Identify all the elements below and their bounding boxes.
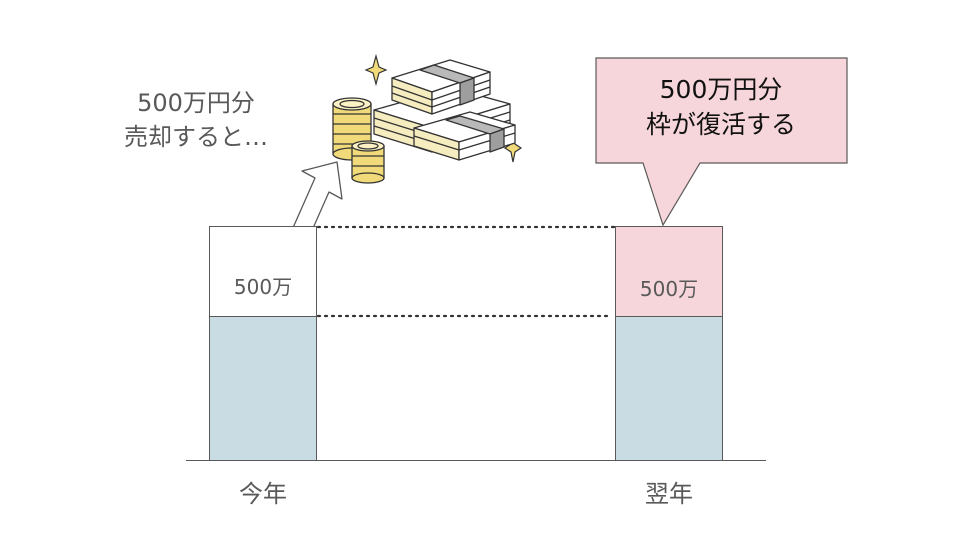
callout-text: 500万円分 枠が復活する: [596, 72, 846, 142]
sell-caption: 500万円分 売却すると…: [96, 86, 296, 154]
column-this-year-segment-label: 500万: [210, 271, 316, 300]
sell-caption-line1: 500万円分: [96, 86, 296, 120]
column-next-year-segment-label: 500万: [616, 273, 722, 302]
column-this-year-base-segment: [210, 316, 316, 460]
sell-caption-line2: 売却すると…: [96, 120, 296, 154]
column-this-year: 500万: [209, 226, 317, 461]
callout-line1: 500万円分: [596, 72, 846, 107]
column-next-year-base-segment: [616, 316, 722, 460]
callout-line2: 枠が復活する: [596, 107, 846, 142]
baseline: [186, 460, 766, 461]
label-this-year: 今年: [203, 474, 323, 509]
money-stack-icon: [374, 60, 515, 160]
label-next-year: 翌年: [609, 474, 729, 509]
column-next-year: 500万: [615, 226, 723, 461]
